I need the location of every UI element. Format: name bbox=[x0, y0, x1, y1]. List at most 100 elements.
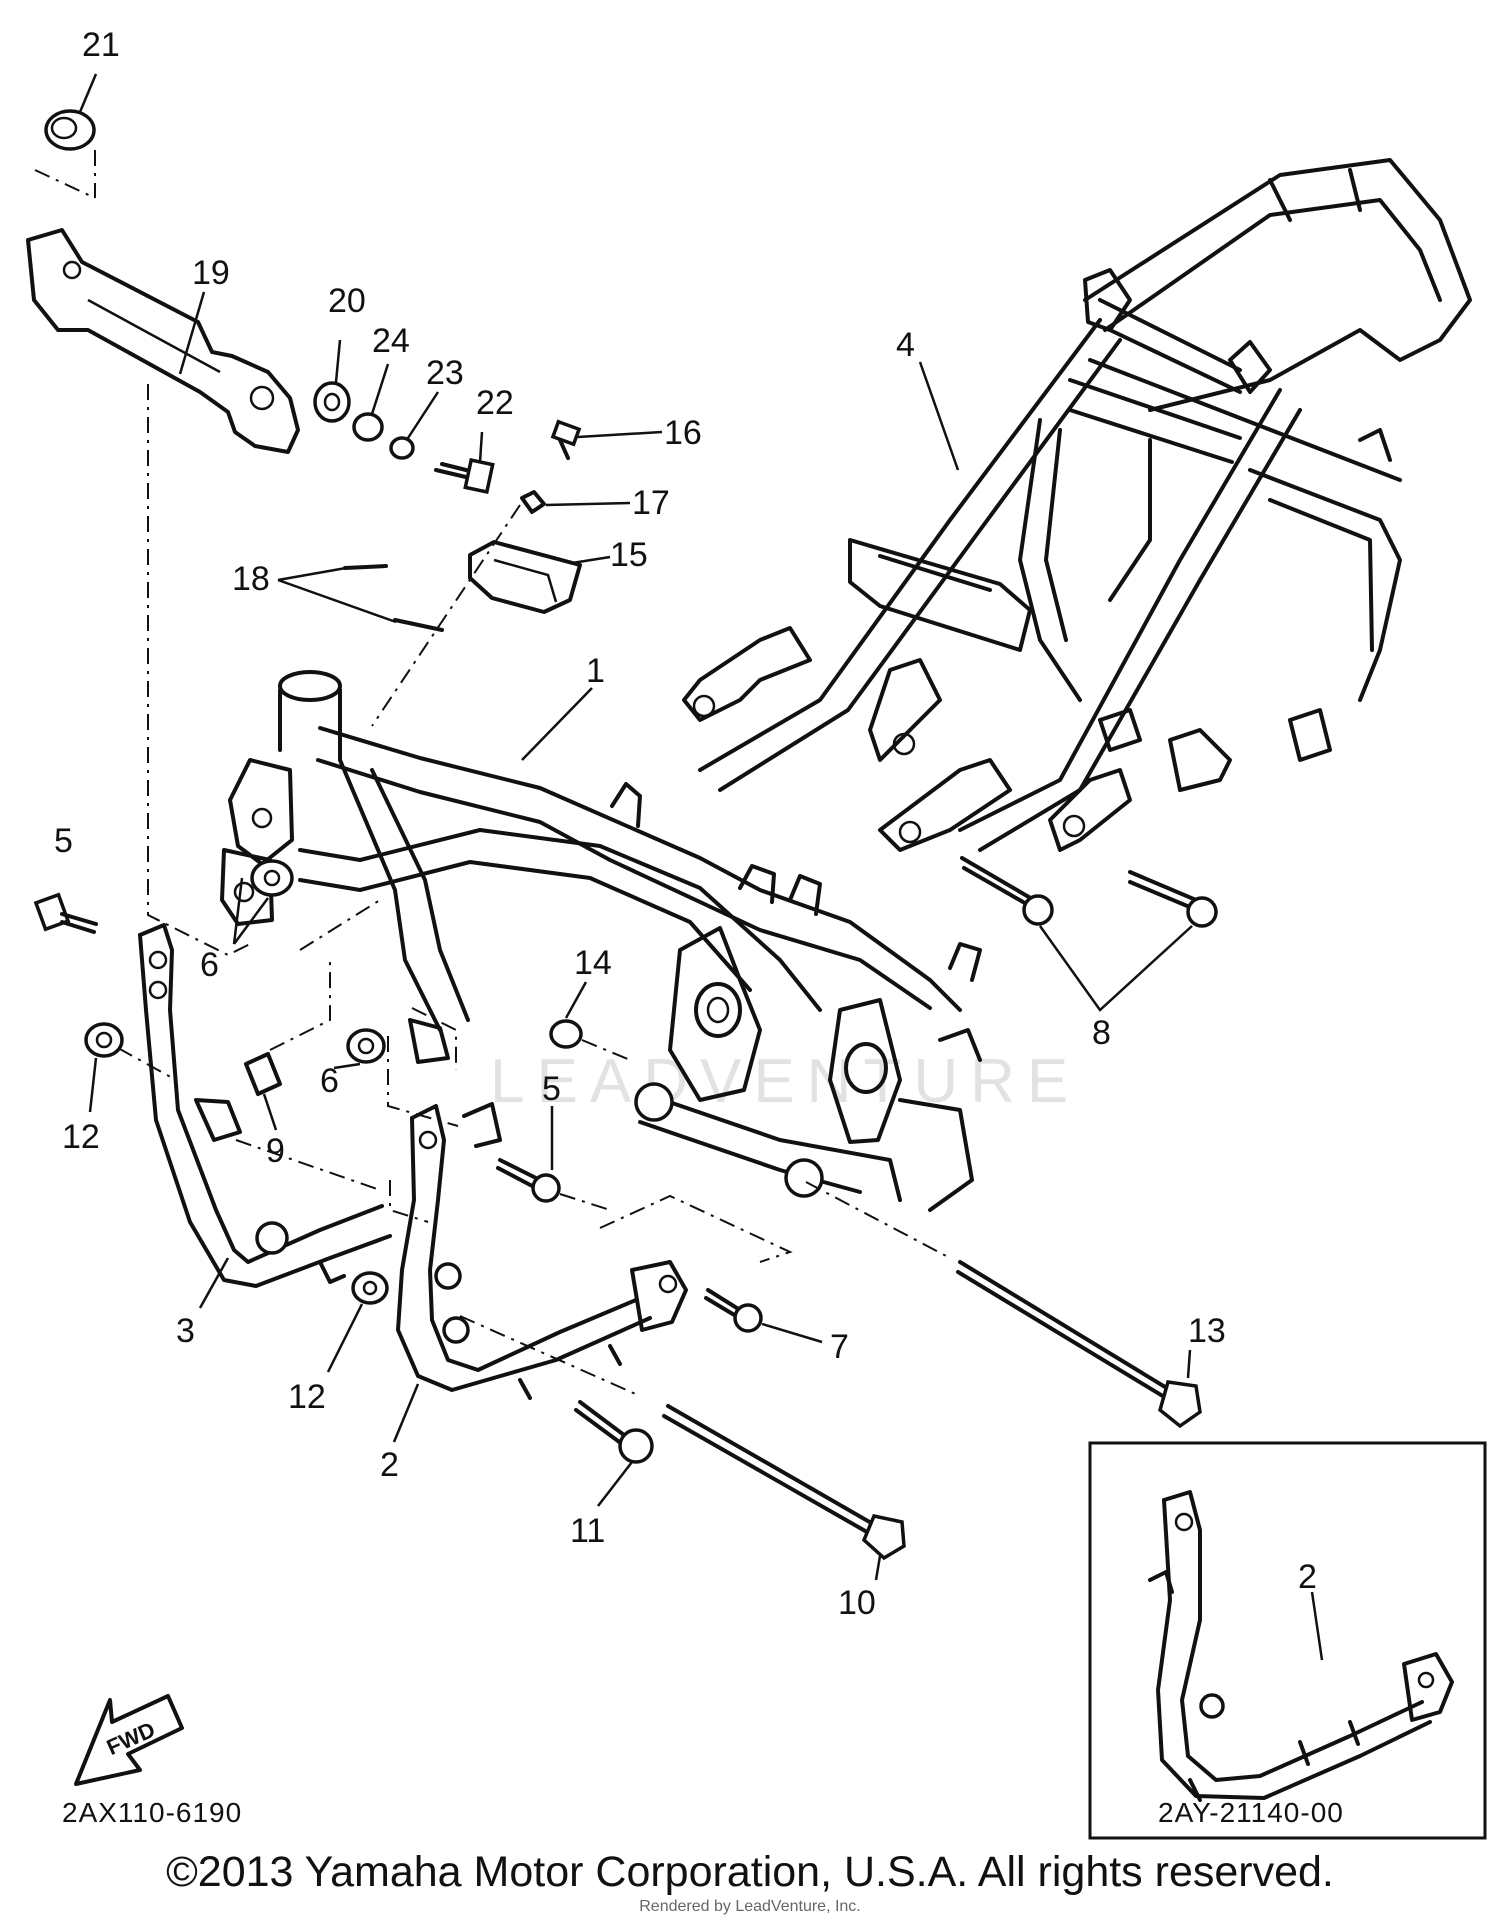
part-22-bolt[interactable] bbox=[434, 457, 495, 495]
leader-7 bbox=[761, 1322, 823, 1344]
part-14-nut[interactable] bbox=[549, 1019, 583, 1049]
callout-22: 22 bbox=[476, 384, 514, 422]
callout-15: 15 bbox=[610, 536, 648, 574]
part-19-bracket[interactable] bbox=[26, 228, 300, 454]
align-box-lower bbox=[387, 1007, 459, 1223]
callout-5-middle: 5 bbox=[542, 1070, 561, 1108]
leader-16 bbox=[577, 430, 663, 439]
align-line-14 bbox=[581, 1039, 631, 1061]
copyright-notice: ©2013 Yamaha Motor Corporation, U.S.A. A… bbox=[166, 1848, 1334, 1896]
leader-line-19 bbox=[147, 384, 251, 957]
callout-9: 9 bbox=[266, 1132, 285, 1170]
part-2-engine-bracket[interactable] bbox=[396, 1102, 688, 1400]
callout-3: 3 bbox=[176, 1312, 195, 1350]
leader-6a bbox=[232, 877, 270, 945]
leader-19 bbox=[178, 291, 206, 375]
part-24-washer[interactable] bbox=[352, 412, 384, 442]
callout-11: 11 bbox=[570, 1512, 605, 1550]
align-line-12a bbox=[117, 1047, 177, 1081]
leader-17 bbox=[545, 501, 631, 507]
part-7-bolt[interactable] bbox=[704, 1288, 763, 1333]
leader-2 bbox=[392, 1383, 420, 1443]
inset-code: 2AY-21140-00 bbox=[1158, 1797, 1344, 1828]
callout-21: 21 bbox=[82, 26, 120, 64]
align-line-15 bbox=[371, 504, 521, 727]
part-12-collar-upper[interactable] bbox=[84, 1022, 124, 1058]
leader-22 bbox=[478, 431, 484, 463]
leader-11 bbox=[597, 1461, 633, 1507]
leader-8 bbox=[1038, 925, 1193, 1012]
leader-4 bbox=[918, 361, 960, 471]
callout-20: 20 bbox=[328, 282, 366, 320]
callout-24: 24 bbox=[372, 322, 410, 360]
leader-9 bbox=[262, 1093, 278, 1131]
leader-23 bbox=[406, 391, 440, 439]
leader-18 bbox=[277, 566, 397, 624]
leader-6b bbox=[333, 1062, 361, 1070]
callout-14: 14 bbox=[574, 944, 612, 982]
callout-4: 4 bbox=[896, 326, 915, 364]
callout-23: 23 bbox=[426, 354, 464, 392]
part-23-lock-washer[interactable] bbox=[389, 436, 415, 460]
callout-2: 2 bbox=[380, 1446, 399, 1484]
part-12-collar-lower[interactable] bbox=[351, 1271, 389, 1305]
callout-8: 8 bbox=[1092, 1014, 1111, 1052]
callout-6-upper: 6 bbox=[200, 946, 219, 984]
part-20-collar[interactable] bbox=[313, 381, 351, 423]
leader-15 bbox=[571, 555, 611, 565]
part-3-engine-bracket[interactable] bbox=[138, 923, 392, 1288]
callout-10: 10 bbox=[838, 1584, 876, 1622]
align-line-2 bbox=[459, 1315, 641, 1397]
leader-10 bbox=[874, 1555, 882, 1581]
callout-6-lower: 6 bbox=[320, 1062, 339, 1100]
callout-7: 7 bbox=[830, 1328, 849, 1366]
align-line-9 bbox=[269, 960, 331, 1051]
callout-12-upper: 12 bbox=[62, 1118, 100, 1156]
part-21-damper[interactable] bbox=[44, 109, 96, 151]
align-line-5b bbox=[559, 1193, 611, 1211]
callout-5-left: 5 bbox=[54, 822, 73, 860]
align-line-6 bbox=[299, 899, 381, 951]
part-6-nut-upper[interactable] bbox=[250, 859, 294, 897]
align-line-3 bbox=[235, 1139, 381, 1191]
part-10-long-bolt[interactable] bbox=[662, 1404, 906, 1561]
leader-21 bbox=[78, 73, 98, 113]
fwd-arrow-icon: FWD bbox=[74, 1694, 184, 1786]
leader-14 bbox=[564, 981, 588, 1019]
part-9-spacer[interactable] bbox=[244, 1052, 282, 1096]
part-5-bolt-left[interactable] bbox=[33, 892, 98, 934]
part-5-bolt-middle[interactable] bbox=[496, 1158, 561, 1203]
watermark: LEADVENTURE bbox=[490, 1047, 1080, 1116]
part-11-bolt[interactable] bbox=[574, 1400, 654, 1464]
leader-12a bbox=[88, 1057, 98, 1113]
part-17-clip[interactable] bbox=[520, 490, 546, 514]
leader-24 bbox=[370, 363, 390, 415]
part-1-main-frame[interactable] bbox=[220, 670, 982, 1212]
callout-17: 17 bbox=[632, 484, 670, 522]
callout-2-inset: 2 bbox=[1298, 1558, 1317, 1596]
leader-20 bbox=[334, 339, 342, 383]
callout-12-lower: 12 bbox=[288, 1378, 326, 1416]
leader-12b bbox=[326, 1303, 364, 1373]
leader-2-inset bbox=[1310, 1591, 1324, 1661]
callout-19: 19 bbox=[192, 254, 230, 292]
part-8-bolt-left[interactable] bbox=[960, 856, 1054, 926]
part-15-bracket[interactable] bbox=[468, 540, 582, 614]
align-line-13 bbox=[805, 1181, 951, 1259]
leader-1 bbox=[521, 687, 593, 761]
part-13-through-bolt[interactable] bbox=[956, 1260, 1202, 1429]
part-4-rear-frame[interactable] bbox=[682, 158, 1472, 852]
leader-3 bbox=[198, 1257, 230, 1309]
part-8-bolt-right[interactable] bbox=[1128, 870, 1218, 928]
callout-13: 13 bbox=[1188, 1312, 1226, 1350]
part-16-screw[interactable] bbox=[550, 419, 582, 460]
callout-16: 16 bbox=[664, 414, 702, 452]
part-18-plate[interactable] bbox=[343, 564, 444, 632]
callout-1: 1 bbox=[586, 652, 605, 690]
callout-18: 18 bbox=[232, 560, 270, 598]
leader-13 bbox=[1186, 1349, 1192, 1379]
part-6-nut-lower[interactable] bbox=[346, 1028, 386, 1064]
inset-part-2-alternative: 2AY-21140-00 bbox=[1088, 1441, 1487, 1840]
rendered-by-notice: Rendered by LeadVenture, Inc. bbox=[639, 1898, 861, 1915]
